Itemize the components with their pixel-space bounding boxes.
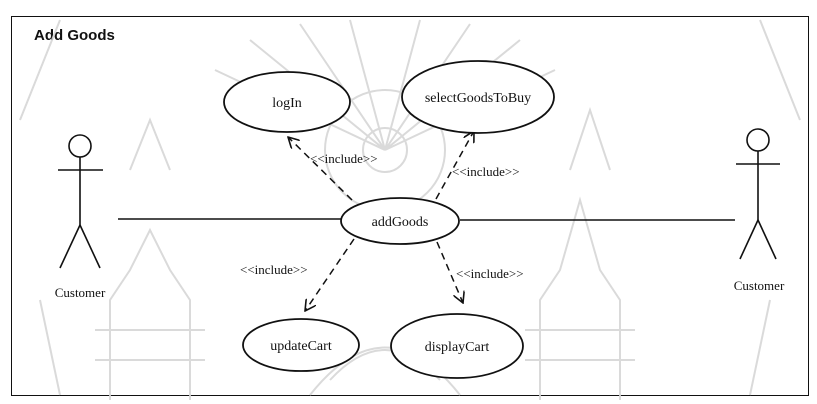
use-case-add-goods: addGoods — [340, 197, 460, 245]
include-label-update: <<include>> — [240, 262, 308, 277]
use-case-label: displayCart — [425, 340, 490, 355]
include-arrow-login — [288, 137, 353, 201]
actor-right — [736, 128, 780, 260]
use-case-label: addGoods — [372, 215, 429, 230]
use-case-label: updateCart — [270, 339, 332, 354]
actor-head — [746, 128, 770, 152]
diagram-frame — [11, 16, 809, 396]
actor-head — [68, 134, 92, 158]
include-arrow-update — [305, 238, 355, 311]
include-label-display: <<include>> — [456, 266, 524, 281]
use-case-select-goods: selectGoodsToBuy — [401, 60, 555, 134]
watermark-emblem — [19, 19, 801, 400]
use-case-login: logIn — [223, 71, 351, 133]
use-case-display-cart: displayCart — [390, 313, 524, 379]
actor-left-label: Customer — [55, 285, 106, 300]
actor-right-label: Customer — [734, 278, 785, 293]
use-case-update-cart: updateCart — [242, 318, 360, 372]
actor-left — [58, 134, 103, 269]
use-case-label: logIn — [272, 96, 302, 111]
include-arrow-select — [435, 131, 474, 200]
include-label-login: <<include>> — [310, 151, 378, 166]
include-label-select: <<include>> — [452, 164, 520, 179]
use-case-label: selectGoodsToBuy — [425, 91, 531, 106]
diagram-title: Add Goods — [34, 27, 115, 44]
